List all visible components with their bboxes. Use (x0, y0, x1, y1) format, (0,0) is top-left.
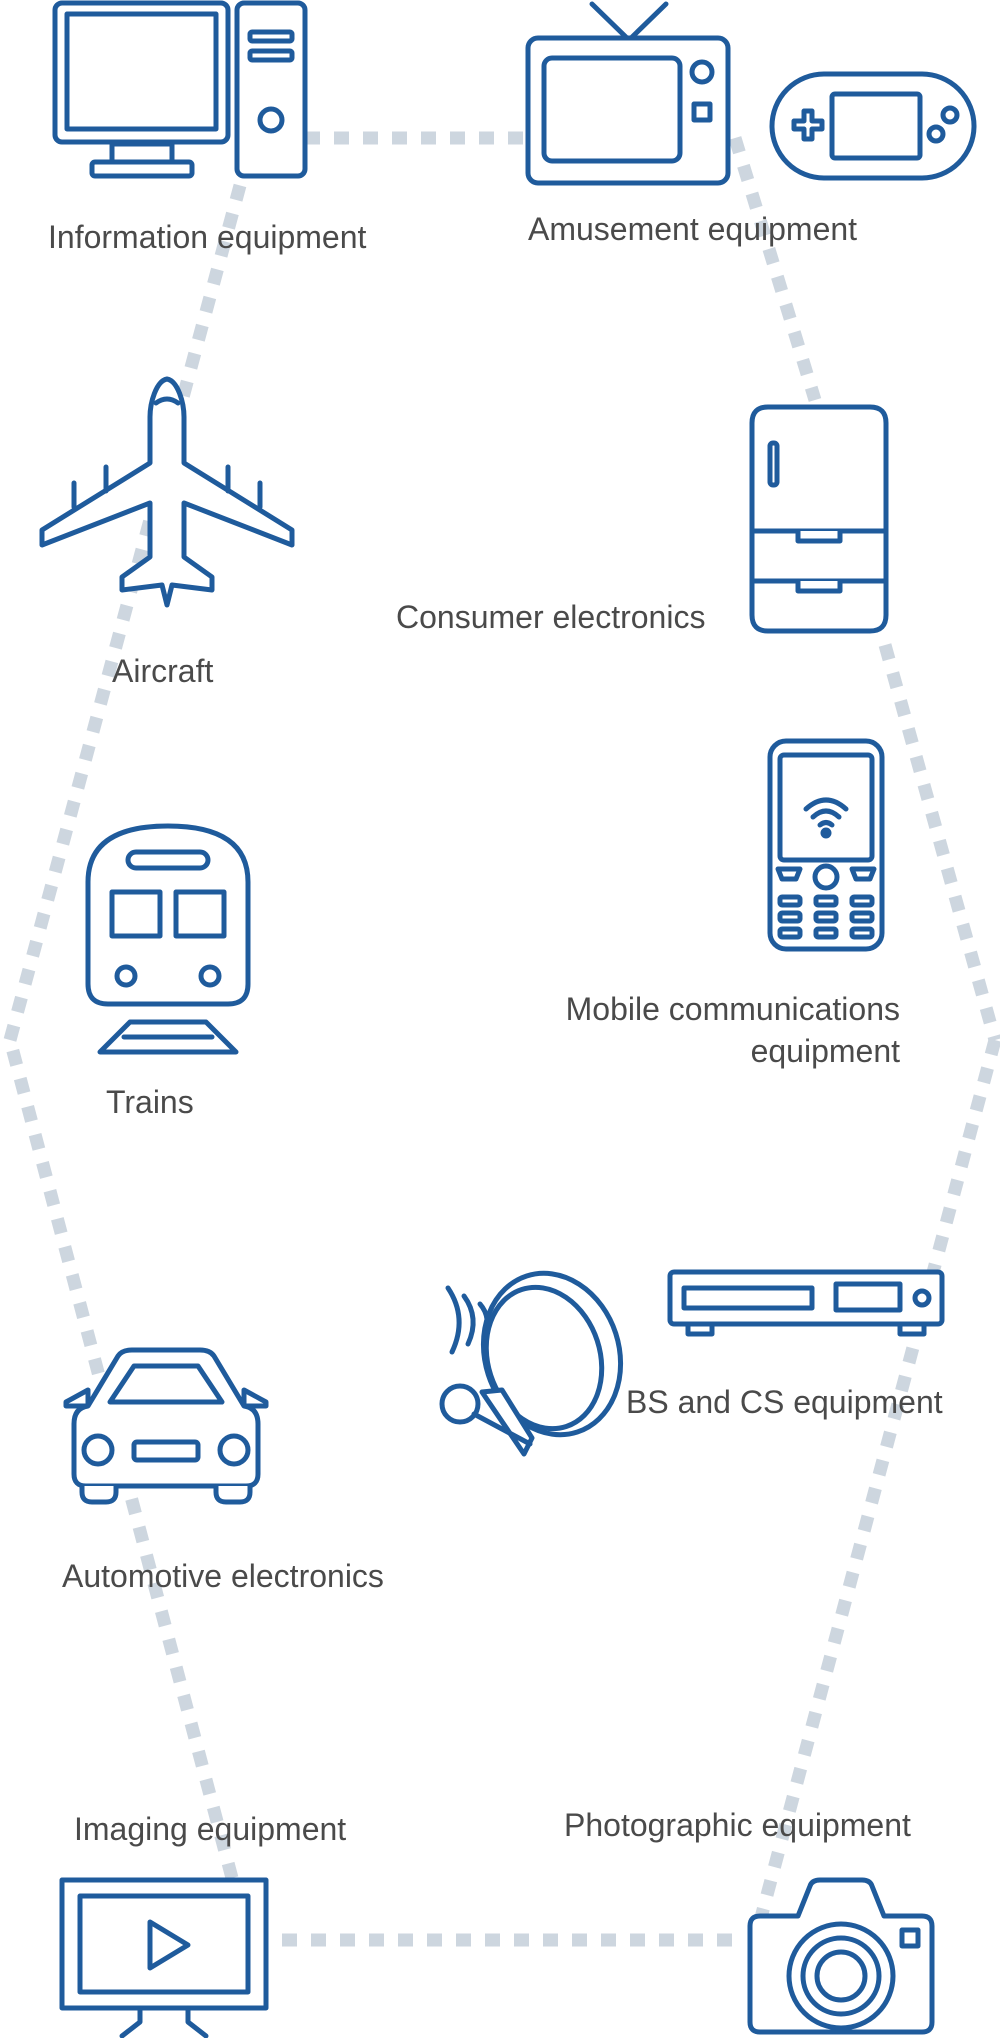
connector-segment (878, 643, 1000, 1042)
connector-segment (748, 1038, 1000, 1942)
mobile-phone-icon (766, 737, 886, 953)
camera-icon (746, 1876, 936, 2036)
category-label-consumer: Consumer electronics (396, 599, 706, 635)
television-and-game-console-icon (524, 0, 979, 186)
category-label-photographic: Photographic equipment (564, 1807, 911, 1843)
category-label-information: Information equipment (48, 219, 367, 255)
category-label-bscs: BS and CS equipment (626, 1384, 943, 1420)
category-label-automotive: Automotive electronics (62, 1558, 384, 1594)
category-label-imaging: Imaging equipment (74, 1811, 347, 1847)
category-label-mobile-line-1: Mobile communications (565, 991, 900, 1027)
category-label-amusement: Amusement equipment (528, 211, 858, 247)
category-label-mobile-line-2: equipment (750, 1033, 900, 1069)
refrigerator-icon (748, 403, 890, 635)
airplane-icon (38, 375, 296, 613)
category-label-trains: Trains (106, 1084, 194, 1120)
category-label-mobile: Mobile communications equipment (500, 988, 900, 1072)
satellite-dish-and-receiver-icon (420, 1268, 948, 1473)
monitor-play-icon (58, 1876, 270, 2038)
train-icon (84, 822, 252, 1055)
desktop-computer-icon (52, 0, 310, 182)
connector-segment (3, 176, 249, 1042)
car-icon (60, 1346, 272, 1506)
category-label-aircraft: Aircraft (112, 653, 214, 689)
